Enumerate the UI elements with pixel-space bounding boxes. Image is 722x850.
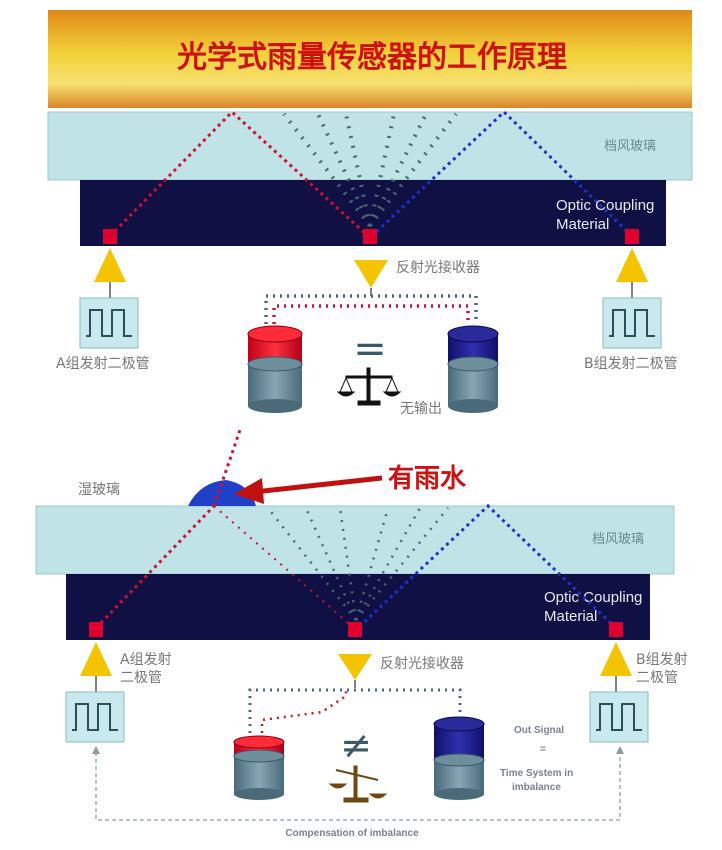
amp-receiver-bottom	[338, 654, 372, 680]
diode-a-label-top: A组发射二极管	[56, 356, 150, 372]
amp-receiver-top	[354, 260, 388, 288]
reflected-beams-top	[282, 112, 458, 228]
title-banner	[48, 10, 692, 108]
out-signal-eq: =	[540, 744, 546, 755]
cylinder-a-bottom	[233, 735, 285, 800]
wire-red-top	[272, 304, 470, 324]
compensation-label: Compensation of imbalance	[285, 828, 419, 839]
diode-b-label-bottom-1: B组发射	[636, 652, 688, 668]
raindrop	[188, 480, 256, 506]
wire-red-bottom	[260, 690, 348, 740]
receiver-label-top: 反射光接收器	[396, 259, 480, 276]
cylinder-b-top	[447, 325, 499, 413]
amp-b-top	[616, 248, 648, 282]
amp-a-bottom	[80, 642, 112, 676]
optic-label-top-2: Material	[556, 216, 609, 233]
page-title: 光学式雨量传感器的工作原理	[177, 40, 567, 75]
time-system-label-1: Time System in	[500, 768, 573, 779]
wire-gray-top	[264, 294, 478, 324]
diode-b-label-bottom-2: 二极管	[636, 670, 678, 686]
diode-a-label-bottom-1: A组发射	[120, 652, 172, 668]
optic-label-top-1: Optic Coupling	[556, 197, 654, 214]
emitter-b-top	[625, 229, 639, 244]
emitter-a-bottom	[89, 622, 103, 637]
reflected-beams-bottom	[267, 507, 449, 621]
diode-a-label-bottom-2: 二极管	[120, 670, 162, 686]
rain-arrow	[234, 475, 383, 504]
optic-label-bottom-1: Optic Coupling	[544, 589, 642, 606]
red-beam-bottom-in	[94, 504, 216, 630]
out-signal-label: Out Signal	[514, 725, 564, 736]
output-label: 无输出	[400, 401, 442, 417]
amp-b-bottom	[600, 642, 632, 676]
cylinder-a-top	[247, 325, 303, 413]
wet-glass-label: 湿玻璃	[78, 481, 120, 498]
rain-label: 有雨水	[388, 464, 467, 494]
blue-beam-bottom	[356, 503, 618, 630]
time-system-label-2: imbalance	[512, 782, 561, 793]
equal-sign: =	[353, 326, 387, 372]
signal-box-a-top	[79, 297, 139, 349]
receiver-bottom	[348, 622, 362, 637]
signal-box-b-bottom	[589, 691, 649, 743]
receiver-top	[363, 229, 377, 244]
signal-box-b-top	[602, 297, 662, 349]
emitter-a-top	[103, 229, 117, 244]
wire-gray-bottom	[248, 688, 462, 740]
emitter-b-bottom	[609, 622, 623, 637]
compensation-loop	[95, 752, 621, 821]
unbalanced-scale-icon	[328, 765, 388, 803]
balance-scale-icon	[336, 367, 402, 406]
not-equal-sign: ≠	[340, 723, 372, 767]
red-beam-top	[108, 109, 370, 238]
amp-a-top	[94, 248, 126, 282]
windshield-glass-top	[47, 111, 693, 181]
receiver-label-bottom: 反射光接收器	[380, 655, 464, 672]
optic-label-bottom-2: Material	[544, 608, 597, 625]
cylinder-b-bottom	[433, 716, 485, 800]
signal-box-a-bottom	[65, 691, 125, 743]
glass-label-bottom: 档风玻璃	[592, 532, 644, 547]
windshield-glass-bottom	[35, 505, 675, 575]
diode-b-label-top: B组发射二极管	[584, 356, 678, 372]
glass-label-top: 档风玻璃	[604, 139, 656, 154]
